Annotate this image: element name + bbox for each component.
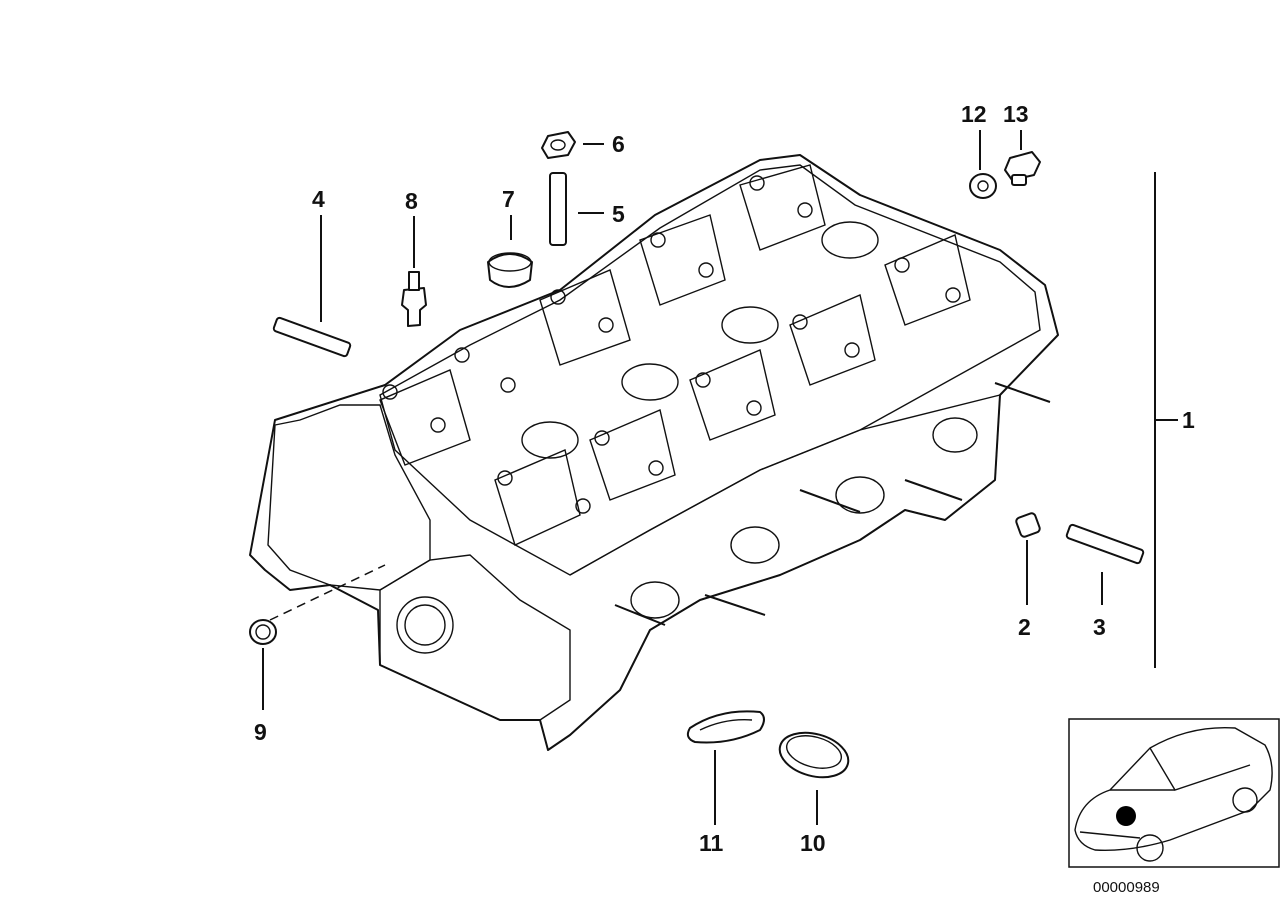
- part-9-ring[interactable]: [249, 619, 277, 645]
- part-11-gasket[interactable]: [686, 710, 765, 744]
- location-marker: [1116, 806, 1136, 826]
- part-4-stud[interactable]: [272, 316, 352, 358]
- callout-labels: 1 2 3 4 5 6 7 8 9 10 11 12 13: [254, 101, 1195, 856]
- part-2-sleeve[interactable]: [1015, 512, 1041, 538]
- part-12-washer[interactable]: [969, 173, 997, 199]
- reference-number: 00000989: [1093, 879, 1160, 896]
- callout-8: 8: [405, 188, 418, 214]
- part-10-gasket[interactable]: [775, 726, 853, 785]
- callout-11: 11: [699, 830, 724, 856]
- callout-9: 9: [254, 719, 267, 745]
- callout-1: 1: [1182, 407, 1195, 433]
- callout-13: 13: [1003, 101, 1029, 127]
- callout-5: 5: [612, 201, 625, 227]
- callout-6: 6: [612, 131, 625, 157]
- part-8-plug[interactable]: [401, 271, 427, 327]
- callout-7: 7: [502, 186, 515, 212]
- part-6-nut[interactable]: [541, 131, 576, 159]
- callout-3: 3: [1093, 614, 1106, 640]
- vehicle-locator-inset: 00000989: [1068, 718, 1280, 896]
- part-5-stud[interactable]: [549, 172, 567, 246]
- leader-lines: [262, 130, 1178, 825]
- part-7-sleeve[interactable]: [487, 252, 533, 288]
- part-3-stud[interactable]: [1065, 523, 1145, 565]
- callout-12: 12: [961, 101, 987, 127]
- car-outline-icon: [1074, 726, 1273, 862]
- part-13-plug[interactable]: [1004, 151, 1041, 186]
- callout-4: 4: [312, 186, 325, 212]
- callout-2: 2: [1018, 614, 1031, 640]
- callout-10: 10: [800, 830, 826, 856]
- cylinder-head[interactable]: [249, 154, 1059, 751]
